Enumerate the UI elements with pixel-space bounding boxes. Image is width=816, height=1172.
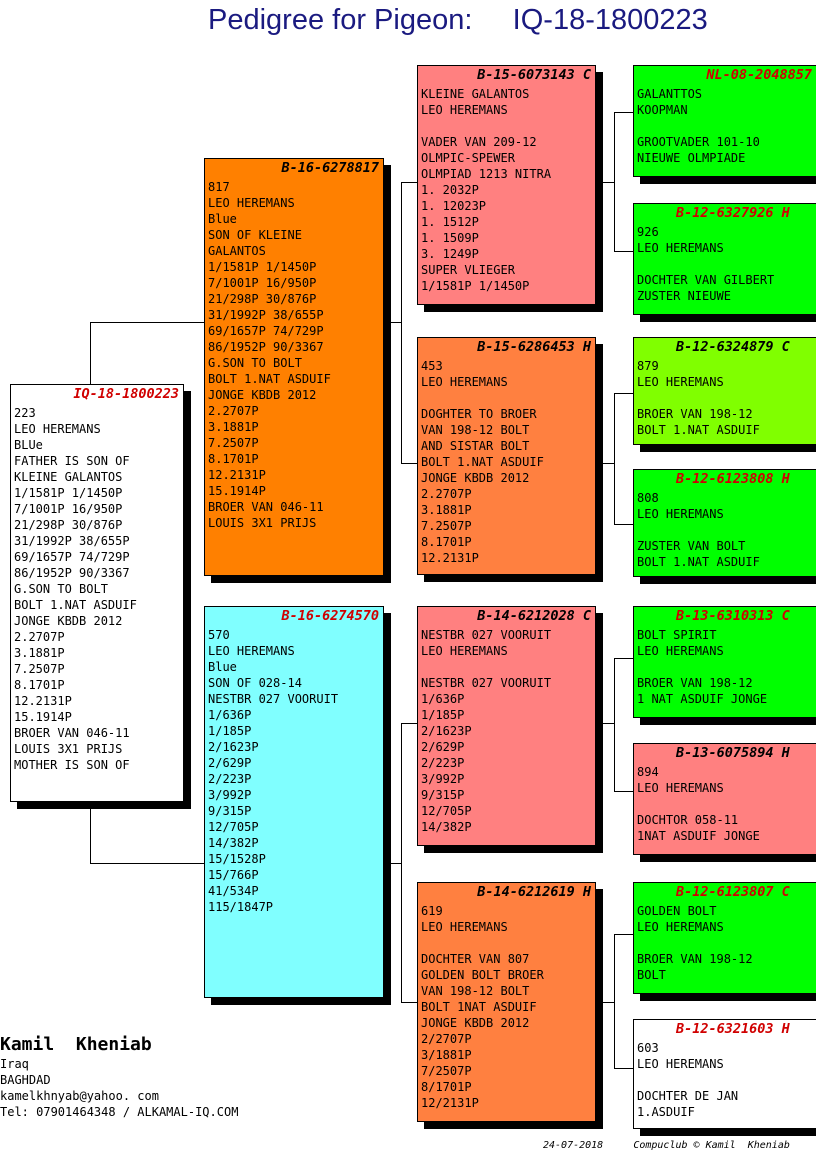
owner-country: Iraq: [0, 1057, 29, 1071]
ring-number: B-12-6123807 C: [676, 884, 790, 900]
connector-line: [614, 1068, 633, 1069]
connector-line: [596, 1002, 614, 1003]
connector-line: [401, 182, 417, 183]
owner-city: BAGHDAD: [0, 1073, 51, 1087]
ring-number: B-12-6123808 H: [676, 471, 790, 487]
connector-line: [90, 863, 204, 864]
pigeon-card-sss[interactable]: NL-08-2048857 GALANTTOS KOOPMAN GROOTVAD…: [633, 65, 816, 177]
connector-line: [90, 808, 91, 863]
footer-date: 24-07-2018: [543, 1140, 604, 1151]
ring-number: B-12-6327926 H: [676, 205, 790, 221]
connector-line: [596, 463, 614, 464]
connector-line: [614, 112, 615, 252]
connector-line: [614, 658, 615, 792]
owner-name: Kamil Kheniab: [0, 1034, 152, 1055]
ring-number: IQ-18-1800223: [73, 386, 179, 402]
connector-line: [614, 393, 633, 394]
pigeon-details: 603 LEO HEREMANS DOCHTER DE JAN 1.ASDUIF: [637, 1041, 739, 1119]
pigeon-details: 453 LEO HEREMANS DOGHTER TO BROER VAN 19…: [421, 359, 544, 565]
connector-line: [596, 723, 614, 724]
connector-line: [401, 463, 417, 464]
owner-block: Kamil Kheniab Iraq BAGHDAD kamelkhnyab@y…: [0, 1034, 238, 1120]
pigeon-details: 570 LEO HEREMANS Blue SON OF 028-14 NEST…: [208, 628, 339, 914]
pigeon-details: 808 LEO HEREMANS ZUSTER VAN BOLT BOLT 1.…: [637, 491, 760, 569]
pigeon-details: 619 LEO HEREMANS DOCHTER VAN 807 GOLDEN …: [421, 904, 544, 1110]
ring-number: B-15-6073143 C: [477, 67, 591, 83]
connector-line: [401, 723, 402, 1003]
ring-number: NL-08-2048857: [706, 67, 812, 83]
ring-number: B-12-6321603 H: [676, 1021, 790, 1037]
ring-number: B-13-6310313 C: [676, 608, 790, 624]
pigeon-details: NESTBR 027 VOORUIT LEO HEREMANS NESTBR 0…: [421, 628, 552, 834]
pigeon-card-sire[interactable]: B-16-6278817 817 LEO HEREMANS Blue SON O…: [204, 158, 384, 576]
page-title: Pedigree for Pigeon: IQ-18-1800223: [208, 4, 708, 36]
pigeon-details: 926 LEO HEREMANS DOCHTER VAN GILBERT ZUS…: [637, 225, 775, 303]
pigeon-card-dam-dam[interactable]: B-14-6212619 H 619 LEO HEREMANS DOCHTER …: [417, 882, 596, 1122]
pigeon-card-dsd[interactable]: B-13-6075894 H 894 LEO HEREMANS DOCHTOR …: [633, 743, 816, 855]
pigeon-details: BOLT SPIRIT LEO HEREMANS BROER VAN 198-1…: [637, 628, 768, 706]
connector-line: [384, 322, 402, 323]
pigeon-card-dds[interactable]: B-12-6123807 C GOLDEN BOLT LEO HEREMANS …: [633, 882, 816, 994]
footer-credit: Compuclub © Kamil Kheniab: [633, 1140, 790, 1151]
pigeon-card-sire-sire[interactable]: B-15-6073143 C KLEINE GALANTOS LEO HEREM…: [417, 65, 596, 305]
connector-line: [614, 112, 633, 113]
pigeon-details: 879 LEO HEREMANS BROER VAN 198-12 BOLT 1…: [637, 359, 760, 437]
connector-line: [614, 791, 633, 792]
connector-line: [401, 1002, 417, 1003]
pigeon-details: GOLDEN BOLT LEO HEREMANS BROER VAN 198-1…: [637, 904, 753, 982]
ring-number: B-16-6274570: [205, 607, 383, 625]
ring-number: B-12-6324879 C: [676, 339, 790, 355]
connector-line: [90, 322, 91, 384]
owner-email[interactable]: kamelkhnyab@yahoo. com: [0, 1089, 159, 1103]
pigeon-card-sire-dam[interactable]: B-15-6286453 H 453 LEO HEREMANS DOGHTER …: [417, 337, 596, 575]
connector-line: [90, 322, 204, 323]
pigeon-card-dam-sire[interactable]: B-14-6212028 C NESTBR 027 VOORUIT LEO HE…: [417, 606, 596, 846]
pigeon-card-dam[interactable]: B-16-6274570 570 LEO HEREMANS Blue SON O…: [204, 606, 384, 998]
connector-line: [614, 251, 633, 252]
pigeon-card-ssd[interactable]: B-12-6327926 H 926 LEO HEREMANS DOCHTER …: [633, 203, 816, 315]
connector-line: [614, 658, 633, 659]
owner-contact[interactable]: Tel: 07901464348 / ALKAMAL-IQ.COM: [0, 1105, 239, 1119]
pigeon-card-ddd[interactable]: B-12-6321603 H 603 LEO HEREMANS DOCHTER …: [633, 1019, 816, 1129]
ring-number: B-14-6212619 H: [477, 884, 591, 900]
pigeon-card-subject[interactable]: IQ-18-1800223 223 LEO HEREMANS BLUe FATH…: [10, 384, 184, 802]
connector-line: [614, 934, 633, 935]
pigeon-details: 894 LEO HEREMANS DOCHTOR 058-11 1NAT ASD…: [637, 765, 760, 843]
pigeon-details: 223 LEO HEREMANS BLUe FATHER IS SON OF K…: [14, 406, 137, 772]
connector-line: [401, 182, 402, 464]
pigeon-card-sds[interactable]: B-12-6324879 C 879 LEO HEREMANS BROER VA…: [633, 337, 816, 445]
pigeon-details: GALANTTOS KOOPMAN GROOTVADER 101-10 NIEU…: [637, 87, 760, 165]
pigeon-card-sdd[interactable]: B-12-6123808 H 808 LEO HEREMANS ZUSTER V…: [633, 469, 816, 577]
ring-number: B-14-6212028 C: [477, 608, 591, 624]
footer: 24-07-2018 Compuclub © Kamil Kheniab: [543, 1140, 790, 1151]
ring-number: B-16-6278817: [281, 160, 379, 176]
pigeon-card-dss[interactable]: B-13-6310313 C BOLT SPIRIT LEO HEREMANS …: [633, 606, 816, 718]
connector-line: [384, 863, 402, 864]
pigeon-details: 817 LEO HEREMANS Blue SON OF KLEINE GALA…: [208, 180, 331, 530]
connector-line: [401, 723, 417, 724]
ring-number: B-15-6286453 H: [477, 339, 591, 355]
ring-number: B-13-6075894 H: [676, 745, 790, 761]
connector-line: [614, 934, 615, 1069]
pigeon-details: KLEINE GALANTOS LEO HEREMANS VADER VAN 2…: [421, 87, 552, 293]
connector-line: [614, 393, 615, 525]
connector-line: [614, 524, 633, 525]
connector-line: [596, 182, 614, 183]
